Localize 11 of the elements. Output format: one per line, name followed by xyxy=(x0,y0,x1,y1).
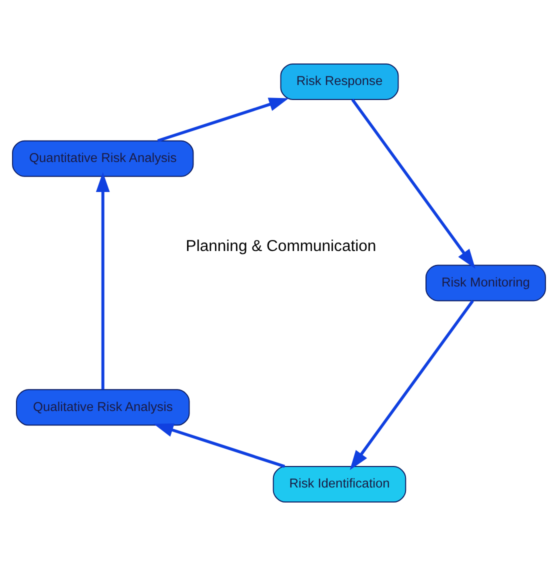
arrow xyxy=(350,299,474,470)
node-box: Quantitative Risk Analysis xyxy=(12,140,194,176)
arrow xyxy=(96,172,110,389)
node-box: Qualitative Risk Analysis xyxy=(16,388,190,426)
arrow xyxy=(351,98,476,268)
arrow xyxy=(157,97,289,142)
node-box: Risk Monitoring xyxy=(426,264,546,301)
arrow xyxy=(154,422,286,468)
node-box: Risk Identification xyxy=(272,466,406,502)
label: Planning & Communication xyxy=(186,238,376,255)
node-box: Risk Response xyxy=(280,62,399,100)
